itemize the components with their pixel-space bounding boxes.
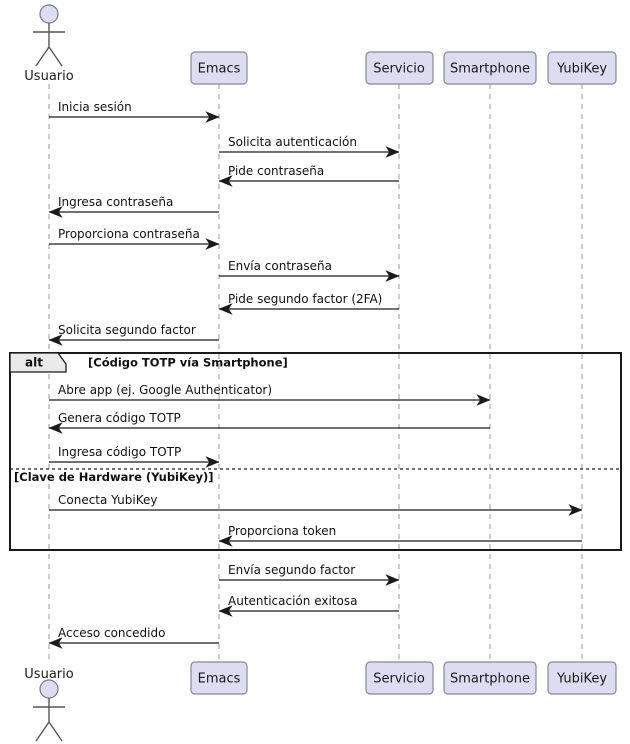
alt-fragment-group: alt [Código TOTP vía Smartphone] [Clave de… bbox=[9, 352, 622, 551]
actor-head-icon bbox=[39, 4, 59, 24]
message-14: Envía segundo factor bbox=[219, 563, 400, 586]
participant-label: Smartphone bbox=[450, 672, 530, 687]
message-label: Solicita segundo factor bbox=[58, 323, 196, 337]
message-label: Pide segundo factor (2FA) bbox=[228, 292, 382, 306]
message-label: Genera código TOTP bbox=[58, 411, 181, 425]
participant-box[interactable] bbox=[547, 51, 617, 85]
message-label: Envía contraseña bbox=[228, 259, 332, 273]
message-15: Autenticación exitosa bbox=[218, 594, 399, 617]
message-13: Proporciona token bbox=[218, 524, 582, 547]
message-label: Ingresa código TOTP bbox=[58, 445, 181, 459]
participant-label: YubiKey bbox=[556, 62, 607, 77]
actor-body-icon bbox=[33, 698, 65, 742]
alt-fragment-tab bbox=[9, 352, 67, 373]
participant-usuario-bottom[interactable]: Usuario bbox=[24, 667, 74, 742]
message-label: Autenticación exitosa bbox=[228, 594, 357, 608]
participant-usuario-top[interactable]: Usuario bbox=[24, 4, 74, 84]
message-label: Proporciona contraseña bbox=[58, 227, 200, 241]
participant-yubikey-top[interactable]: YubiKey bbox=[547, 51, 617, 85]
participant-box[interactable] bbox=[190, 51, 248, 85]
participant-label: Usuario bbox=[24, 667, 73, 682]
message-label: Abre app (ej. Google Authenticator) bbox=[58, 383, 272, 397]
participant-smartphone-bottom[interactable]: Smartphone bbox=[443, 661, 537, 695]
actor-body-icon bbox=[33, 23, 65, 67]
message-6: Envía contraseña bbox=[219, 259, 400, 282]
message-label: Inicia sesión bbox=[58, 100, 132, 114]
message-16: Acceso concedido bbox=[48, 626, 219, 649]
participant-emacs-top[interactable]: Emacs bbox=[190, 51, 248, 85]
message-label: Ingresa contraseña bbox=[58, 195, 173, 209]
participant-label: Smartphone bbox=[450, 62, 530, 77]
message-10: Genera código TOTP bbox=[48, 411, 490, 434]
participant-emacs-bottom[interactable]: Emacs bbox=[190, 661, 248, 695]
participant-label: Emacs bbox=[198, 672, 241, 687]
message-2: Solicita autenticación bbox=[219, 135, 400, 158]
participant-box[interactable] bbox=[365, 661, 434, 695]
actor-head-icon bbox=[39, 679, 59, 699]
lifelines-group bbox=[48, 84, 583, 662]
participant-box[interactable] bbox=[190, 661, 248, 695]
message-3: Pide contraseña bbox=[218, 164, 399, 187]
message-8: Solicita segundo factor bbox=[48, 323, 219, 346]
alt-fragment-border bbox=[9, 352, 622, 551]
message-label: Acceso concedido bbox=[58, 626, 165, 640]
message-label: Envía segundo factor bbox=[228, 563, 355, 577]
message-label: Pide contraseña bbox=[228, 164, 324, 178]
participant-box[interactable] bbox=[547, 661, 617, 695]
message-4: Ingresa contraseña bbox=[48, 195, 219, 218]
participant-smartphone-top[interactable]: Smartphone bbox=[443, 51, 537, 85]
participant-label: Emacs bbox=[198, 62, 241, 77]
message-label: Solicita autenticación bbox=[228, 135, 357, 149]
participant-label: Servicio bbox=[373, 672, 425, 687]
participant-servicio-top[interactable]: Servicio bbox=[365, 51, 434, 85]
alt-operator-label: alt bbox=[25, 356, 43, 370]
message-12: Conecta YubiKey bbox=[49, 493, 583, 516]
participant-yubikey-bottom[interactable]: YubiKey bbox=[547, 661, 617, 695]
participant-servicio-bottom[interactable]: Servicio bbox=[365, 661, 434, 695]
message-9: Abre app (ej. Google Authenticator) bbox=[49, 383, 491, 406]
participant-box[interactable] bbox=[443, 51, 537, 85]
message-11: Ingresa código TOTP bbox=[49, 445, 220, 468]
message-label: Proporciona token bbox=[228, 524, 336, 538]
message-5: Proporciona contraseña bbox=[49, 227, 220, 250]
message-1: Inicia sesión bbox=[49, 100, 220, 123]
participants-group: UsuarioUsuarioEmacsEmacsServicioServicio… bbox=[24, 4, 617, 742]
message-label: Conecta YubiKey bbox=[58, 493, 157, 507]
message-7: Pide segundo factor (2FA) bbox=[218, 292, 399, 315]
participant-label: Usuario bbox=[24, 69, 73, 84]
participant-label: Servicio bbox=[373, 62, 425, 77]
alt-else-condition-label: [Clave de Hardware (YubiKey)] bbox=[14, 470, 214, 484]
participant-box[interactable] bbox=[443, 661, 537, 695]
alt-condition-label: [Código TOTP vía Smartphone] bbox=[88, 356, 288, 370]
participant-box[interactable] bbox=[365, 51, 434, 85]
participant-label: YubiKey bbox=[556, 672, 607, 687]
